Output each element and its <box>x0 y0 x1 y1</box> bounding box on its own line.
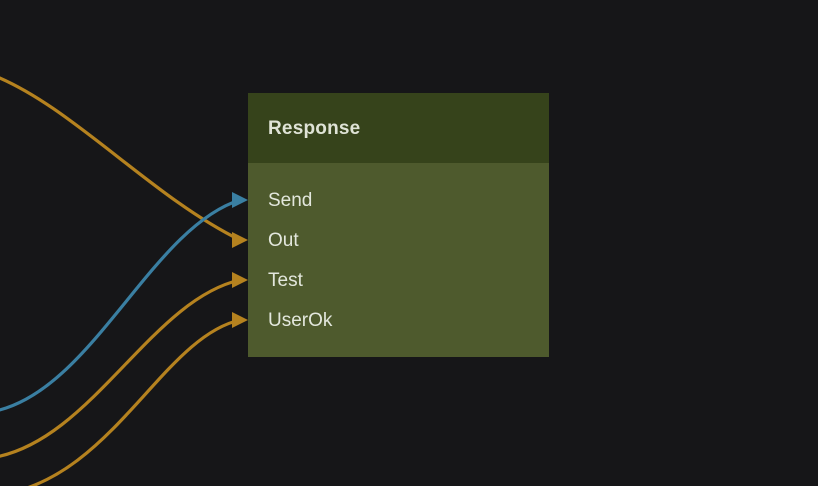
wire-to-test[interactable] <box>0 278 242 458</box>
port-row[interactable]: Out <box>232 220 549 260</box>
triangle-right-icon[interactable] <box>232 232 248 248</box>
port-row[interactable]: Test <box>232 260 549 300</box>
port-label: Test <box>268 269 303 291</box>
port-row[interactable]: UserOk <box>232 300 549 340</box>
node-header[interactable]: Response <box>248 93 549 163</box>
node-title: Response <box>268 117 361 139</box>
triangle-right-icon[interactable] <box>232 192 248 208</box>
port-label: UserOk <box>268 309 333 331</box>
wire-to-send[interactable] <box>0 198 242 412</box>
triangle-right-icon[interactable] <box>232 272 248 288</box>
port-row[interactable]: Send <box>232 180 549 220</box>
wire-to-userok[interactable] <box>0 318 242 486</box>
wire-to-out[interactable] <box>0 74 242 242</box>
port-label: Send <box>268 189 313 211</box>
port-label: Out <box>268 229 299 251</box>
triangle-right-icon[interactable] <box>232 312 248 328</box>
